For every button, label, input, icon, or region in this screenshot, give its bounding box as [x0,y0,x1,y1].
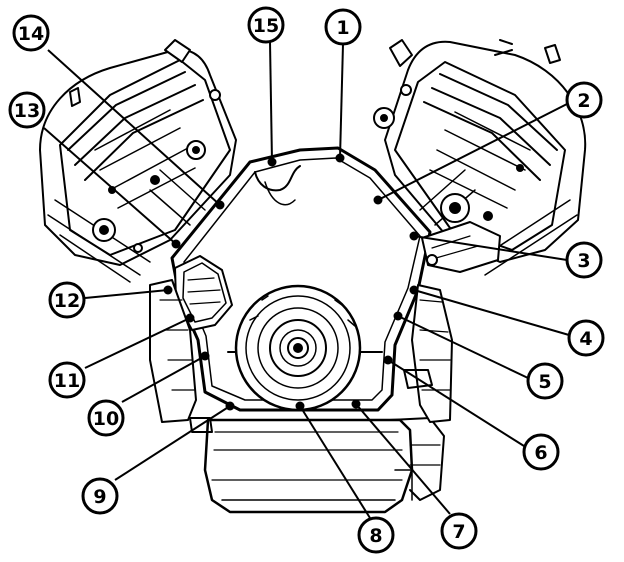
callout-14-label: 14 [18,23,44,45]
callout-8: 8 [357,516,395,554]
callout-10: 10 [87,399,125,437]
callout-5-label: 5 [538,371,551,393]
callout-6-label: 6 [534,442,547,464]
right-accessory [421,221,501,273]
crank-damper [234,284,362,412]
leader-9 [114,405,231,481]
callout-7-label: 7 [452,521,465,543]
leader-8 [299,405,371,519]
callout-2-label: 2 [577,90,590,112]
leader-3 [413,235,568,261]
callout-5: 5 [526,362,564,400]
callouts: 1 2 3 4 5 6 7 8 [8,6,605,554]
leader-6 [387,359,525,447]
callout-3: 3 [565,241,603,279]
callout-2: 2 [565,81,603,119]
leader-7 [355,403,451,515]
callout-9: 9 [81,477,119,515]
leader-2 [377,103,568,201]
callout-15-label: 15 [253,15,279,37]
callout-12-label: 12 [54,290,80,312]
callout-13: 13 [8,91,46,129]
leader-11 [84,317,191,369]
callout-1: 1 [324,8,362,46]
leader-5 [397,315,529,379]
oil-pan [189,417,445,514]
leader-13 [43,127,177,245]
callout-10-label: 10 [93,408,119,430]
callout-4: 4 [567,319,605,357]
leader-10 [121,355,206,403]
callout-4-label: 4 [579,328,592,350]
callout-1-label: 1 [336,17,349,39]
leader-lines [43,41,570,519]
leader-12 [84,289,169,299]
engine-drawing [39,39,587,514]
callout-13-label: 13 [14,100,40,122]
leader-1 [339,43,344,159]
callout-11-label: 11 [54,370,80,392]
leader-15 [269,41,273,163]
callout-8-label: 8 [369,525,382,547]
leader-14 [47,49,221,206]
callout-12: 12 [48,281,86,319]
callout-6: 6 [522,433,560,471]
callout-14: 14 [12,14,50,52]
callout-3-label: 3 [577,250,590,272]
callout-15: 15 [247,6,285,44]
left-cylinder-head [39,39,237,283]
leader-4 [413,289,570,336]
callout-9-label: 9 [93,486,106,508]
callout-7: 7 [440,512,478,550]
callout-11: 11 [48,361,86,399]
